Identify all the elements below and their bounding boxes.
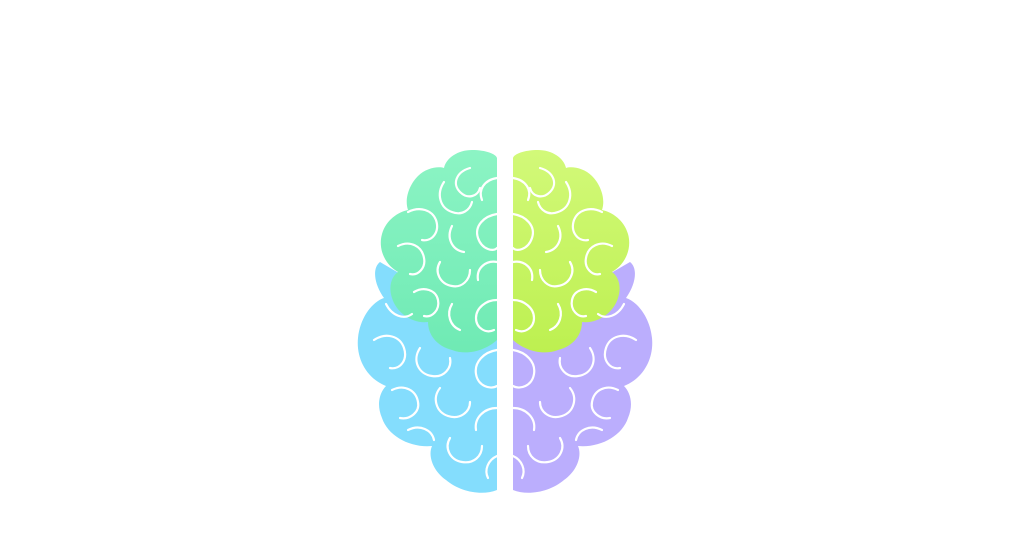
left-frontal-region — [380, 150, 497, 353]
left-hemisphere-folds — [372, 166, 499, 480]
right-frontal-region — [513, 150, 630, 353]
longitudinal-fissure — [497, 140, 513, 500]
right-hemisphere-folds — [511, 166, 638, 480]
